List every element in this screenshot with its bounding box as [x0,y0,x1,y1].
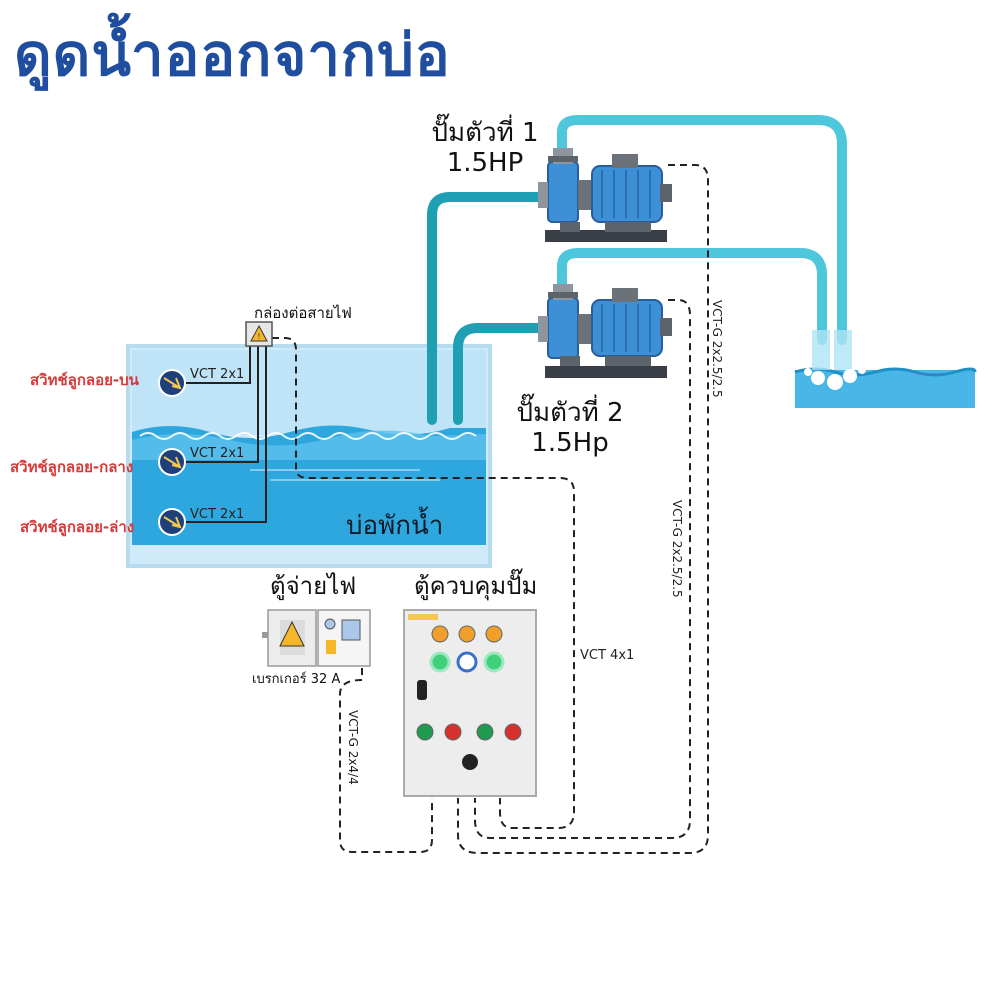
distribution-box-icon [262,609,371,667]
control-cable-label: VCT 4x1 [580,648,635,663]
svg-text:!: ! [257,332,260,341]
float-switch-top-icon [158,369,186,397]
supply-cable-label: VCT-G 2x4/4 [346,710,360,785]
pipe-pump1 [427,115,847,425]
float-switch-middle-label: สวิทช์ลูกลอย-กลาง [10,458,134,476]
tank-label: บ่อพักน้ำ [346,511,444,541]
breaker-label: เบรกเกอร์ 32 A [252,672,341,687]
float-switch-top-label: สวิทช์ลูกลอย-บน [30,371,139,389]
float-switch-bottom-cable: VCT 2x1 [190,507,245,522]
control-box-title: ตู้ควบคุมปั๊ม [414,572,538,600]
outlet-pond [794,330,977,408]
pump2-name: ปั๊มตัวที่ 2 [516,398,624,428]
pump2-label: ปั๊มตัวที่ 2 1.5Hp [505,398,635,458]
junction-box-label: กล่องต่อสายไฟ [254,304,352,322]
pump2-icon [538,284,672,378]
float-switch-middle-icon [158,448,186,476]
distribution-box-title: ตู้จ่ายไฟ [270,572,357,600]
cable-lines [272,164,709,854]
float-switch-bottom-icon [158,508,186,536]
pipe-pump2 [453,248,827,425]
pump2-power: 1.5Hp [531,428,609,458]
float-switch-top-cable: VCT 2x1 [190,367,245,382]
page-title: ดูดน้ำออกจากบ่อ [14,21,451,89]
switch-wires [185,346,267,523]
pump1-cable-label: VCT-G 2x2.5/2.5 [710,300,724,398]
pump1-icon [538,148,672,242]
pump2-cable-label: VCT-G 2x2.5/2.5 [670,500,684,598]
pump1-name: ปั๊มตัวที่ 1 [431,118,539,148]
pump1-power: 1.5HP [446,148,524,178]
junction-box-icon: ! [245,321,273,347]
float-switch-bottom-label: สวิทช์ลูกลอย-ล่าง [20,518,135,536]
pump1-label: ปั๊มตัวที่ 1 1.5HP [420,118,550,178]
float-switch-middle-cable: VCT 2x1 [190,446,245,461]
control-box-icon [403,609,537,797]
